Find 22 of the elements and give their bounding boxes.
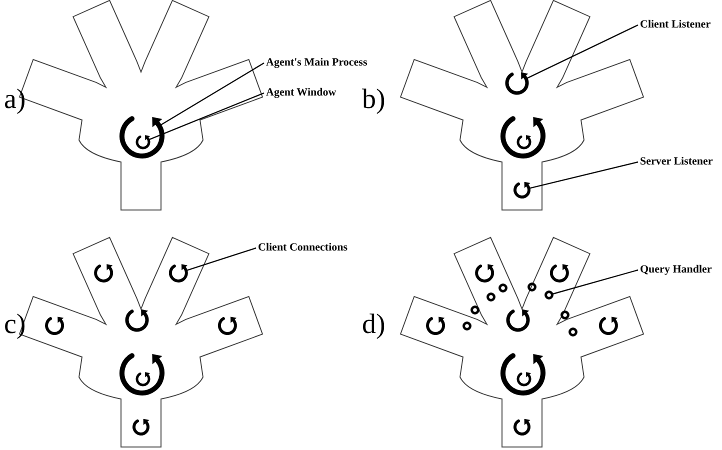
callout-label: Client Connections bbox=[258, 242, 348, 254]
loop-arrow-icon bbox=[168, 264, 188, 282]
loop-arrow-icon bbox=[505, 72, 529, 95]
leader-line bbox=[160, 62, 264, 126]
leader-line bbox=[526, 24, 638, 79]
leader-line bbox=[552, 269, 638, 294]
callout-label: Server Listener bbox=[640, 156, 713, 168]
loop-arrow-icon bbox=[120, 116, 164, 158]
panel-label: c) bbox=[4, 310, 26, 340]
leader-line bbox=[530, 161, 638, 189]
callout-label: Agent's Main Process bbox=[266, 56, 368, 70]
panel-label: a) bbox=[4, 85, 26, 115]
callout-label: Query Handler bbox=[640, 264, 712, 276]
panel-label: d) bbox=[362, 310, 386, 340]
panel-label: b) bbox=[362, 85, 386, 115]
callout-label: Client Listener bbox=[640, 18, 711, 32]
leader-line bbox=[186, 247, 256, 271]
loop-arrow-icon bbox=[514, 182, 530, 198]
loop-arrow-icon bbox=[136, 135, 150, 150]
callout-label: Agent Window bbox=[266, 86, 336, 100]
leader-line bbox=[149, 92, 264, 140]
dot bbox=[544, 290, 554, 300]
